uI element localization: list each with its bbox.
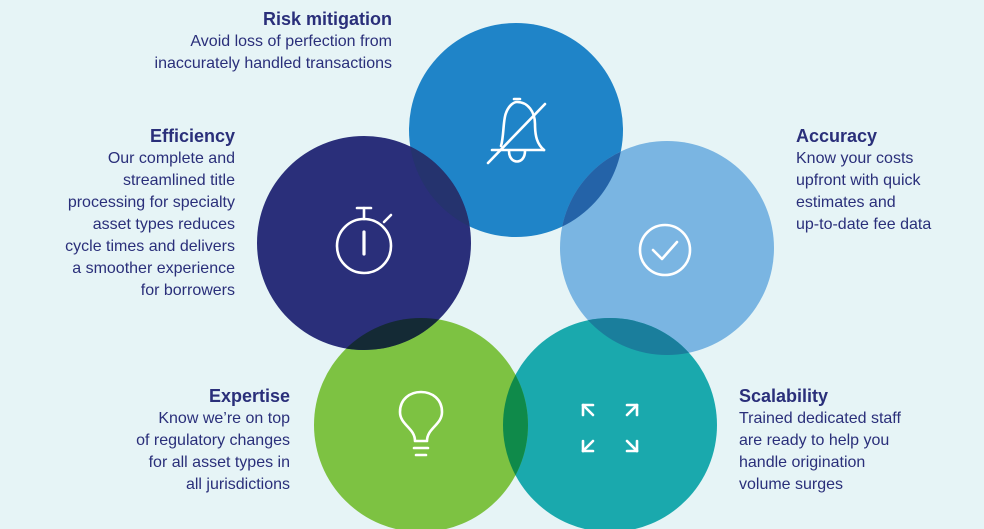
efficiency-title: Efficiency: [149, 126, 235, 146]
risk-line: inaccurately handled transactions: [154, 55, 392, 72]
accuracy-line: Know your costs: [796, 150, 914, 167]
accuracy-line: estimates and: [796, 194, 896, 211]
accuracy-circle: [560, 141, 774, 355]
efficiency-line: asset types reduces: [92, 216, 235, 233]
expertise-line: Know we’re on top: [158, 410, 290, 427]
efficiency-line: for borrowers: [140, 282, 235, 299]
scalability-circle: [503, 318, 717, 529]
efficiency-line: cycle times and delivers: [65, 238, 235, 255]
scalability-label: Scalability Trained dedicated staff are …: [739, 385, 901, 496]
accuracy-line: up-to-date fee data: [796, 216, 932, 233]
accuracy-line: upfront with quick: [796, 172, 921, 189]
lightbulb-icon: [398, 390, 444, 457]
stopwatch-icon: [335, 206, 393, 275]
accuracy-title: Accuracy: [796, 126, 878, 146]
expertise-line: for all asset types in: [148, 454, 290, 471]
scalability-line: volume surges: [739, 476, 844, 493]
scalability-line: handle origination: [739, 454, 866, 471]
risk-line: Avoid loss of perfection from: [190, 33, 392, 50]
expertise-title: Expertise: [208, 386, 290, 406]
scalability-line: Trained dedicated staff: [739, 410, 901, 427]
risk-mitigation-title: Risk mitigation: [262, 9, 392, 29]
efficiency-line: streamlined title: [122, 172, 235, 189]
risk-mitigation-circle: [409, 23, 623, 237]
bell-off-icon: [486, 97, 547, 165]
risk-mitigation-label: Risk mitigation Avoid loss of perfection…: [155, 8, 392, 75]
scalability-title: Scalability: [739, 386, 829, 406]
efficiency-label: Efficiency Our complete and streamlined …: [65, 125, 235, 302]
accuracy-label: Accuracy Know your costs upfront with qu…: [796, 125, 931, 236]
expertise-line: of regulatory changes: [136, 432, 290, 449]
expertise-circle: [314, 318, 528, 529]
efficiency-line: Our complete and: [107, 150, 235, 167]
efficiency-line: a smoother experience: [72, 260, 235, 277]
expertise-label: Expertise Know we’re on top of regulator…: [136, 385, 290, 496]
expand-arrows-icon: [581, 403, 639, 453]
scalability-line: are ready to help you: [739, 432, 890, 449]
efficiency-line: processing for specialty: [67, 194, 235, 211]
expertise-line: all jurisdictions: [185, 476, 290, 493]
check-circle-icon: [638, 223, 692, 277]
